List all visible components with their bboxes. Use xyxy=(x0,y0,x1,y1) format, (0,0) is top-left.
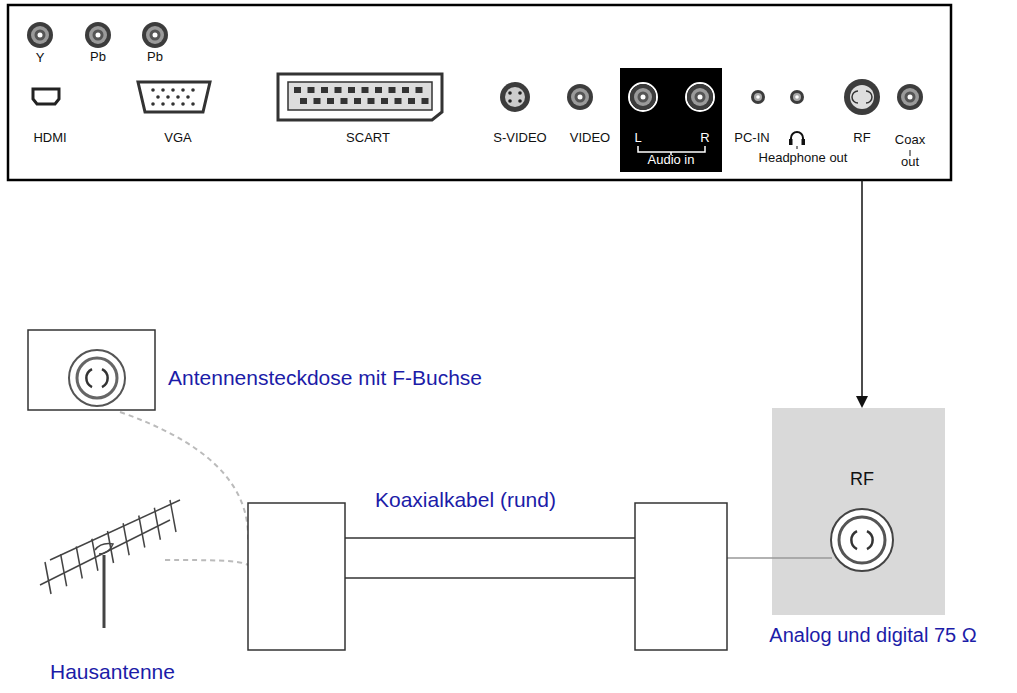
vga-port xyxy=(138,82,210,112)
caption-label: Koaxialkabel (rund) xyxy=(375,488,556,512)
audio-in-group: L R Audio in xyxy=(620,68,722,172)
port-label: Pb xyxy=(90,49,106,65)
port-label: Analog und digital 75 Ω xyxy=(769,623,976,647)
headphone-icon xyxy=(791,132,803,143)
rf-closeup-box xyxy=(772,408,945,615)
caption-label: Antennensteckdose mit F-Buchse xyxy=(168,366,482,390)
audio-in-box xyxy=(620,68,722,172)
port-label: Y xyxy=(36,50,45,66)
scart-port xyxy=(278,74,442,120)
port-label: R xyxy=(700,130,709,146)
port-label: RF xyxy=(850,469,874,491)
port-label: RF xyxy=(853,130,870,146)
rf-socket xyxy=(831,509,893,571)
port-label: VGA xyxy=(164,130,191,146)
port-label: PC-IN xyxy=(734,130,769,146)
port-label: VIDEO xyxy=(570,130,610,146)
house-antenna xyxy=(40,500,180,628)
cable-plug xyxy=(635,503,727,650)
cable-plug xyxy=(248,503,345,650)
port-label: HDMI xyxy=(33,130,66,146)
caption-label: Hausantenne xyxy=(50,660,175,684)
signal-arrow xyxy=(856,180,868,408)
tv-back-panel: Y Pb PbHDMI VGA SCART S-VIDEO VIDEO PC-IN RF Coax… xyxy=(8,5,951,180)
port-label: Audio in xyxy=(648,152,695,168)
hdmi-port xyxy=(33,89,59,104)
port-label: Pb xyxy=(147,49,163,65)
rf-port xyxy=(844,79,880,115)
port-label: S-VIDEO xyxy=(493,130,546,146)
port-label: Coax out xyxy=(893,129,927,173)
tv-back-panel xyxy=(8,5,951,180)
s-video-port xyxy=(500,82,530,112)
port-label: L xyxy=(634,130,641,146)
wall-socket xyxy=(28,330,155,410)
port-label: SCART xyxy=(346,130,390,146)
port-label: Headphone out xyxy=(759,150,848,166)
rf-input-box: RFAnalog und digital 75 Ω xyxy=(772,408,945,615)
